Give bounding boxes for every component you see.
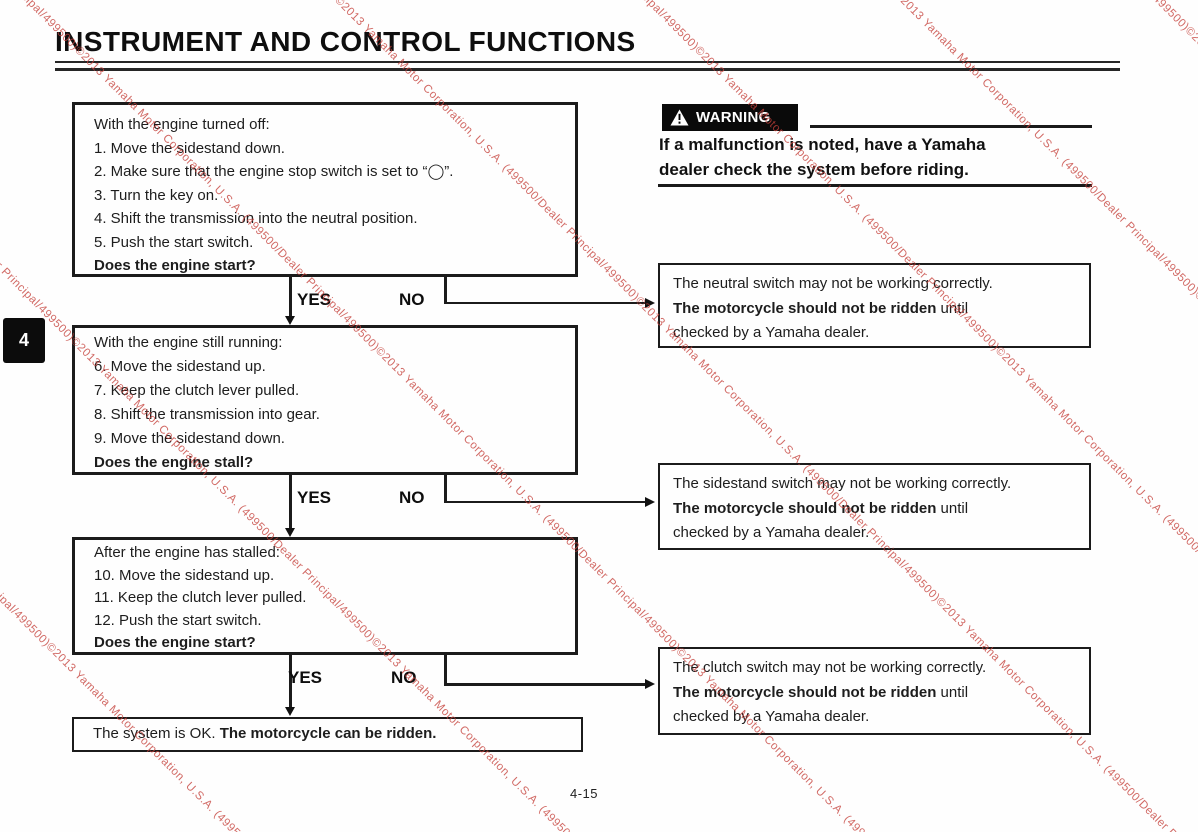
- flow-line: With the engine still running:: [94, 334, 283, 351]
- result-line: The neutral switch may not be working co…: [673, 275, 993, 292]
- title-rule: [55, 61, 1120, 71]
- no-label-1: NO: [399, 290, 425, 309]
- no-label-2: NO: [399, 488, 425, 507]
- flow-line: 4. Shift the transmission into the neutr…: [94, 210, 418, 227]
- yes-label-1: YES: [297, 290, 332, 309]
- flow-line: 3. Turn the key on.: [94, 186, 219, 204]
- flow-box-engine-running: With the engine still running: 6. Move t…: [72, 325, 578, 475]
- page-title: INSTRUMENT AND CONTROL FUNCTIONS: [55, 26, 636, 57]
- yes-arrow-3: [285, 707, 295, 716]
- warning-top-rule: [810, 125, 1092, 128]
- flow-line: 11. Keep the clutch lever pulled.: [94, 589, 307, 606]
- result-line: The motorcycle should not be ridden unti…: [673, 299, 969, 317]
- flow-question: Does the engine stall?: [94, 454, 254, 471]
- result-box-sidestand-switch: The sidestand switch may not be working …: [658, 463, 1091, 550]
- yes-label-2: YES: [297, 488, 332, 507]
- warning-bottom-rule: [658, 184, 1092, 187]
- flow-box-engine-off: With the engine turned off: 1. Move the …: [72, 102, 578, 277]
- flow-line: 6. Move the sidestand up.: [94, 358, 266, 375]
- flow-line: 12. Push the start switch.: [94, 611, 262, 629]
- warning-text-line1: If a malfunction is noted, have a Yamaha: [659, 135, 986, 154]
- warning-label: WARNING: [662, 104, 798, 131]
- flow-line: 9. Move the sidestand down.: [94, 430, 285, 447]
- flow-line: 7. Keep the clutch lever pulled.: [94, 382, 300, 399]
- warning-triangle-icon: [670, 109, 689, 126]
- yes-label-3: YES: [288, 668, 323, 687]
- page-number: 4-15: [570, 786, 599, 801]
- flow-line: 8. Shift the transmission into gear.: [94, 406, 320, 423]
- no-line-2-v: [444, 475, 447, 503]
- no-arrow-2: [645, 496, 655, 507]
- no-line-2-h: [444, 500, 646, 503]
- flow-line: 1. Move the sidestand down.: [94, 139, 285, 157]
- yes-line-3: [289, 655, 292, 708]
- result-line: The clutch switch may not be working cor…: [673, 659, 987, 676]
- no-line-3-v: [444, 655, 447, 686]
- final-bold-text: The motorcycle can be ridden.: [219, 725, 437, 742]
- result-line: checked by a Yamaha dealer.: [673, 324, 870, 341]
- flow-question: Does the engine start?: [94, 634, 256, 651]
- result-line: The motorcycle should not be ridden unti…: [673, 499, 969, 517]
- result-line: checked by a Yamaha dealer.: [673, 708, 870, 725]
- yes-line-1: [289, 277, 292, 317]
- yes-line-2: [289, 475, 292, 529]
- no-arrow-3: [645, 679, 655, 689]
- warning-label-text: WARNING: [696, 109, 771, 126]
- flow-line: 10. Move the sidestand up.: [94, 566, 275, 584]
- result-line: The sidestand switch may not be working …: [673, 475, 1012, 492]
- result-box-neutral-switch: The neutral switch may not be working co…: [658, 263, 1091, 348]
- warning-text: If a malfunction is noted, have a Yamaha…: [659, 133, 986, 182]
- flow-line: After the engine has stalled:: [94, 544, 280, 561]
- final-normal-text: The system is OK.: [93, 725, 220, 742]
- flow-line: With the engine turned off:: [94, 116, 270, 133]
- flow-line: 2. Make sure that the engine stop switch…: [94, 163, 454, 180]
- flow-line: 5. Push the start switch.: [94, 233, 254, 251]
- chapter-tab: 4: [3, 318, 45, 363]
- no-line-3-h: [444, 683, 646, 686]
- result-line: checked by a Yamaha dealer.: [673, 524, 870, 541]
- no-arrow-1: [645, 297, 655, 308]
- warning-text-line2: dealer check the system before riding.: [659, 159, 969, 179]
- yes-arrow-1: [285, 316, 295, 325]
- flow-box-engine-stalled: After the engine has stalled: 10. Move t…: [72, 537, 578, 655]
- flow-question: Does the engine start?: [94, 257, 256, 274]
- yes-arrow-2: [285, 528, 295, 537]
- result-box-clutch-switch: The clutch switch may not be working cor…: [658, 647, 1091, 735]
- no-label-3: NO: [391, 668, 417, 687]
- watermark-text: 0/Dealer Principal/499500)©2013 Yamaha M…: [1077, 0, 1198, 832]
- no-line-1-v: [444, 277, 447, 304]
- no-line-1-h: [444, 301, 646, 304]
- result-line: The motorcycle should not be ridden unti…: [673, 683, 969, 701]
- flow-box-system-ok: The system is OK. The motorcycle can be …: [72, 717, 583, 752]
